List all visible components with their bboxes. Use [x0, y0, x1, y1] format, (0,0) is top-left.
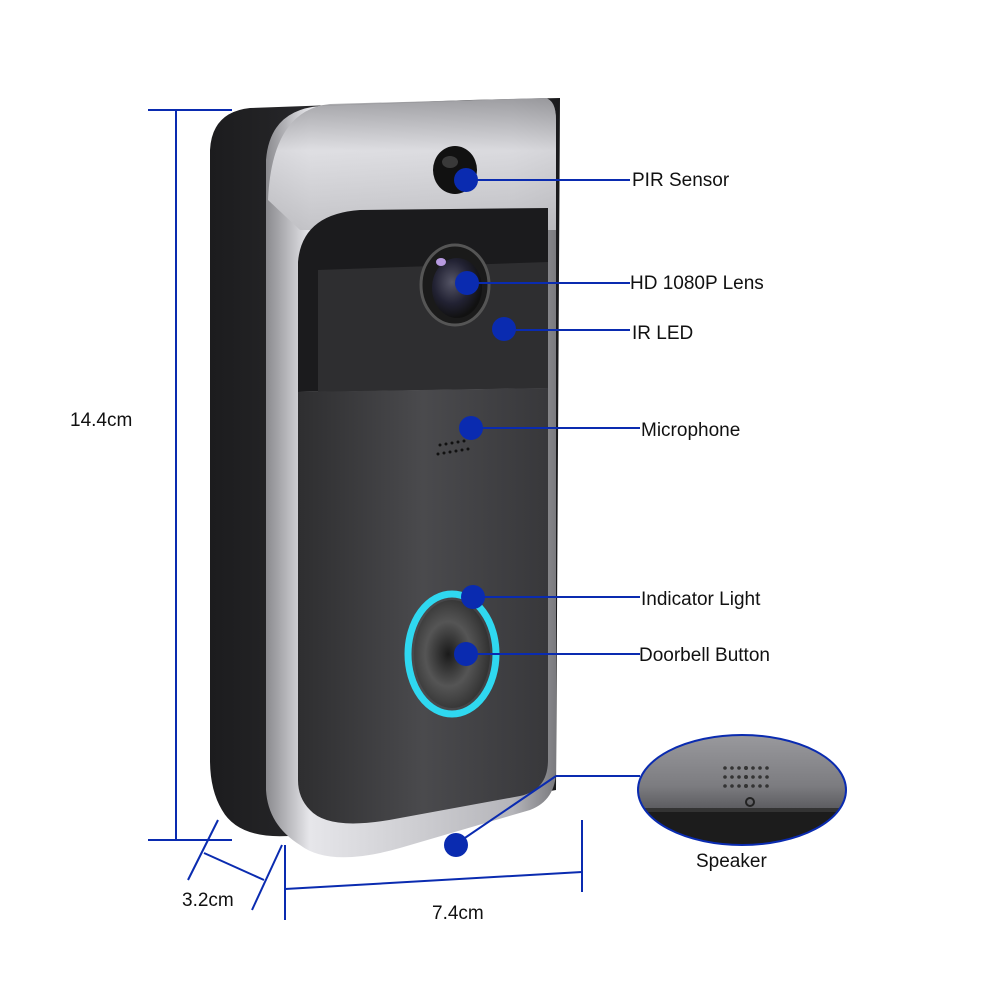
label-pir-sensor: PIR Sensor — [632, 170, 730, 191]
height-dimension-lines — [148, 109, 232, 841]
callout-dot-speaker — [444, 833, 468, 857]
label-doorbell-button: Doorbell Button — [639, 645, 770, 666]
callout-dot-indicator-light — [461, 585, 485, 609]
label-lens: HD 1080P Lens — [630, 273, 764, 294]
callout-dot-doorbell-button — [454, 642, 478, 666]
label-ir-led: IR LED — [632, 323, 694, 344]
microphone-holes-glyph — [436, 439, 470, 456]
width-dimension-lines — [284, 820, 583, 920]
device-top-silver — [268, 98, 556, 230]
label-depth: 3.2cm — [182, 890, 234, 911]
label-microphone: Microphone — [641, 420, 741, 441]
callout-dot-pir-sensor — [454, 168, 478, 192]
depth-dimension-lines — [187, 819, 283, 911]
callout-leaders — [455, 179, 640, 845]
label-indicator-light: Indicator Light — [641, 589, 761, 610]
speaker-inset-outline — [637, 734, 847, 846]
label-speaker: Speaker — [696, 851, 767, 872]
doorbell-button-glyph — [414, 600, 490, 708]
callout-dot-lens — [455, 271, 479, 295]
label-height: 14.4cm — [70, 410, 133, 431]
label-width: 7.4cm — [432, 903, 484, 924]
speaker-inset — [638, 735, 846, 845]
speaker-holes-glyph — [723, 766, 769, 788]
callout-dot-microphone — [459, 416, 483, 440]
callout-dot-ir-led — [492, 317, 516, 341]
